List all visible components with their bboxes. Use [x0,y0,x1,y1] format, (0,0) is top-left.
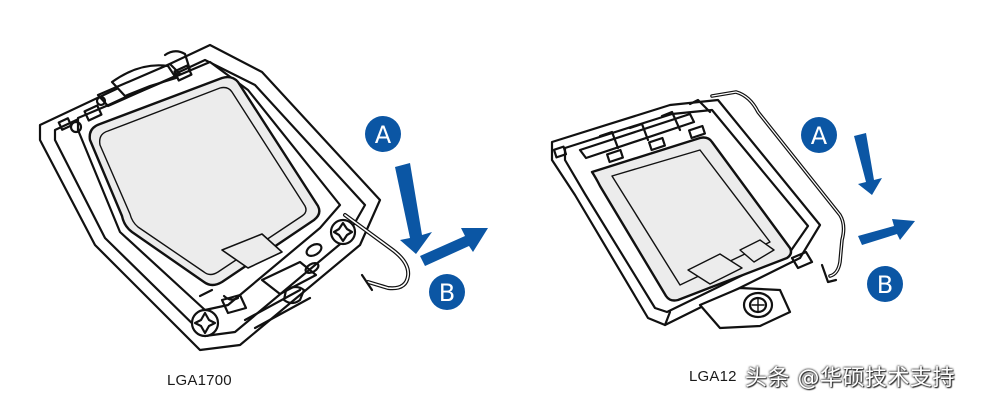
lga1700-step-a-badge: A [365,116,401,152]
lga12xx-hinge [578,112,696,160]
lga1700-caption: LGA1700 [167,372,232,389]
lga1700-step-b-label: B [439,279,455,307]
lga1700-step-a-label: A [375,121,392,149]
lga12xx-socket [550,90,846,330]
lga12xx-cpu-cover [590,136,793,302]
lga12xx-arrow-a [854,133,882,195]
lga12xx-caption: LGA12 [689,368,737,385]
lga12xx-step-a-label: A [811,122,828,150]
lga12xx-step-b-label: B [877,271,893,299]
watermark: 头条 @华硕技术支持 [745,366,955,391]
lga1700-arrow-b [420,228,488,266]
lga12xx-screw-bottom [742,291,774,319]
lga1700-arrow-a [395,163,432,254]
lga1700-step-b-badge: B [429,274,465,310]
lga12xx-step-b-badge: B [867,266,903,302]
lga1700-socket [38,43,411,352]
lga1700-screw-bottom [190,308,220,338]
lga12xx-arrow-b [858,219,915,245]
lga1700-screw-right [329,218,357,246]
lga12xx-step-a-badge: A [801,117,837,153]
